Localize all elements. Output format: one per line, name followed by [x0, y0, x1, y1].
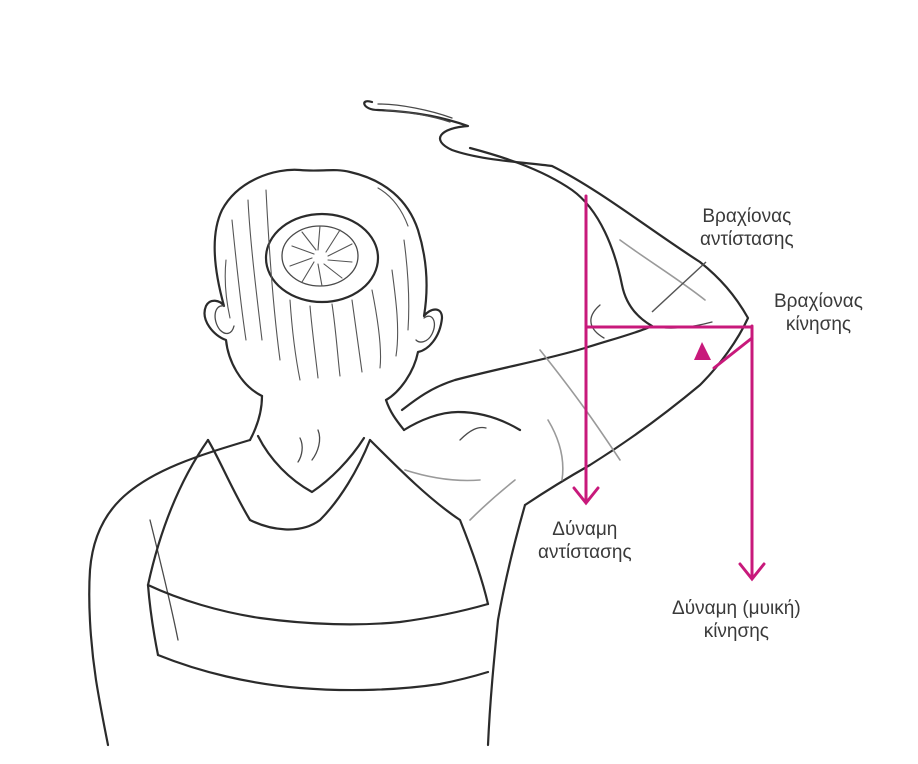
label-resistance-force-line2: αντίστασης [538, 541, 632, 564]
label-resistance-force-line1: Δύναμη [538, 518, 632, 541]
right-ear [416, 316, 434, 342]
head-outline [205, 170, 442, 400]
resistance-arm-pointer [652, 262, 706, 312]
neck-right [386, 400, 404, 430]
hair-strands [225, 188, 409, 380]
label-resistance-arm: Βραχίονας αντίστασης [700, 205, 794, 251]
grey-shading [405, 240, 705, 520]
label-resistance-arm-line1: Βραχίονας [700, 205, 794, 228]
fulcrum-triangle-icon [694, 342, 711, 360]
left-ear [215, 306, 234, 334]
label-effort-force: Δύναμη (μυική) κίνησης [672, 597, 801, 643]
label-effort-arm-line1: Βραχίονας [774, 290, 863, 313]
effort-diagonal-line [714, 338, 752, 368]
label-effort-arm: Βραχίονας κίνησης [774, 290, 863, 336]
label-resistance-arm-line2: αντίστασης [700, 228, 794, 251]
hair-bun-outer [266, 214, 378, 302]
forearm-detail [591, 305, 604, 338]
label-effort-arm-line2: κίνησης [774, 313, 863, 336]
neck-lines [298, 430, 320, 462]
label-effort-force-line2: κίνησης [672, 620, 801, 643]
label-resistance-force: Δύναμη αντίστασης [538, 518, 632, 564]
bra-straps-and-back [208, 436, 370, 529]
hand-fingers [378, 104, 452, 122]
hair-bun-swirl [290, 226, 352, 286]
label-effort-force-line1: Δύναμη (μυική) [672, 597, 801, 620]
figure-illustration [89, 101, 748, 745]
shoulder-blade [150, 428, 486, 641]
arm-lower-contour [402, 148, 652, 410]
arm-upper-contour [364, 101, 748, 505]
right-shoulder [404, 412, 525, 745]
bra-band [148, 585, 488, 690]
neck-left [250, 396, 262, 440]
left-shoulder [89, 440, 250, 745]
